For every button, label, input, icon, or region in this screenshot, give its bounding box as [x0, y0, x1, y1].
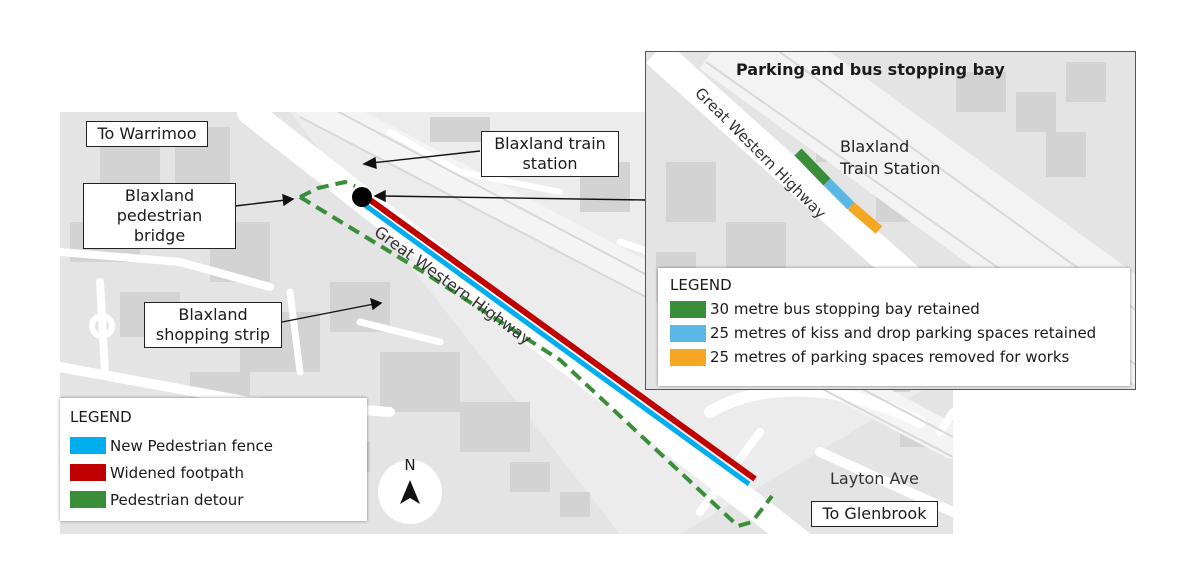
legend-item-footpath: Widened footpath	[70, 459, 357, 486]
north-arrow: N	[378, 456, 442, 524]
legend-swatch-footpath	[70, 464, 106, 481]
inset-label-removed: 25 metres of parking spaces removed for …	[710, 348, 1070, 366]
pedestrian-detour-line	[298, 179, 774, 529]
inset-swatch-bus	[670, 300, 706, 318]
inset-swatch-kiss	[670, 324, 706, 342]
north-label: N	[404, 456, 416, 474]
shopping-strip-label: Blaxland shopping strip	[144, 302, 282, 348]
inset-label-kiss: 25 metres of kiss and drop parking space…	[710, 324, 1097, 342]
legend-item-fence: New Pedestrian fence	[70, 432, 357, 459]
legend-swatch-fence	[70, 437, 106, 454]
widened-footpath-line	[364, 194, 757, 482]
legend-swatch-detour	[70, 491, 106, 508]
main-legend: LEGEND New Pedestrian fence Widened foot…	[60, 398, 367, 521]
legend-label-footpath: Widened footpath	[110, 463, 245, 482]
pedestrian-bridge-label: Blaxland pedestrian bridge	[83, 183, 236, 249]
inset-legend-title: LEGEND	[670, 276, 732, 294]
station-marker	[352, 187, 372, 207]
inset-legend-item-kiss: 25 metres of kiss and drop parking space…	[670, 321, 1118, 345]
inset-title: Parking and bus stopping bay	[736, 60, 1005, 79]
north-arrow-icon	[400, 480, 420, 504]
inset-station-label: Blaxland Train Station	[840, 137, 941, 178]
legend-label-detour: Pedestrian detour	[110, 490, 244, 509]
train-station-label: Blaxland train station	[481, 131, 619, 177]
legend-label-fence: New Pedestrian fence	[110, 436, 273, 455]
legend-item-detour: Pedestrian detour	[70, 486, 357, 513]
inset-legend: LEGEND 30 metre bus stopping bay retaine…	[658, 268, 1130, 386]
inset-legend-item-removed: 25 metres of parking spaces removed for …	[670, 345, 1118, 369]
main-legend-title: LEGEND	[70, 408, 132, 426]
pedestrian-fence-line	[360, 200, 751, 487]
inset-label-bus: 30 metre bus stopping bay retained	[710, 300, 980, 318]
to-glenbrook-label: To Glenbrook	[811, 501, 938, 527]
layton-ave-label: Layton Ave	[830, 469, 919, 488]
to-warrimoo-label: To Warrimoo	[86, 121, 208, 147]
inset-legend-item-bus: 30 metre bus stopping bay retained	[670, 297, 1118, 321]
inset-map: Parking and bus stopping bay Great Weste…	[645, 51, 1136, 390]
inset-swatch-removed	[670, 348, 706, 366]
